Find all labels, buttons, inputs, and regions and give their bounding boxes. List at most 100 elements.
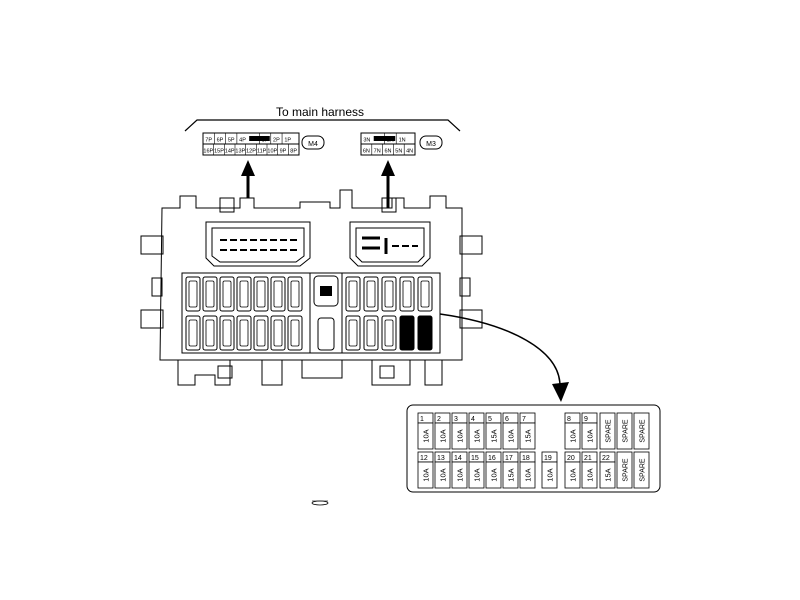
pin-label: 16P <box>203 149 213 155</box>
fuse-number: 12 <box>420 455 428 462</box>
connector-m4-label: M4 <box>308 141 318 148</box>
fuse-amperage: 10A <box>473 429 482 442</box>
connector-pin: 7N <box>371 144 381 155</box>
fuse-slot <box>270 315 286 351</box>
fuse-amperage: SPARE <box>640 458 647 482</box>
connector-pin: 1P <box>281 133 291 144</box>
fuse-number: 5 <box>488 416 492 423</box>
fuse-chart-cell: 6 10A <box>502 412 519 450</box>
connector-pin: 3P <box>259 133 269 144</box>
fuse-amperage: 10A <box>586 468 595 481</box>
fuse-amperage: SPARE <box>623 458 630 482</box>
block-socket-m4 <box>205 221 311 267</box>
fuse-number: 7 <box>522 416 526 423</box>
fuse-amperage: 10A <box>569 468 578 481</box>
fuse-slot <box>381 315 397 351</box>
fuse-chart-cell: 9 10A <box>581 412 598 450</box>
fuse-slot <box>399 315 415 351</box>
fuse-number: 13 <box>437 455 445 462</box>
fuse-amperage: 15A <box>490 429 499 442</box>
connector-pin: 12P <box>245 144 256 155</box>
fuse-amperage: 10A <box>507 429 516 442</box>
page-mark <box>311 500 329 506</box>
fuse-number: 22 <box>602 455 610 462</box>
arrow-to-fuse-chart <box>439 313 569 402</box>
fuse-number: 16 <box>488 455 496 462</box>
connector-pin: 5P <box>225 133 235 144</box>
fuse-amperage: 10A <box>586 429 595 442</box>
connector-pin: 6N <box>382 144 392 155</box>
pin-label: 7P <box>205 138 212 144</box>
connector-pin: 7P <box>202 133 212 144</box>
fuse-amperage: 10A <box>439 429 448 442</box>
fuse-slot <box>236 315 252 351</box>
fuse-number: 2 <box>437 416 441 423</box>
fuse-amperage: 10A <box>456 429 465 442</box>
fuse-number: 6 <box>505 416 509 423</box>
fuse-amperage: 15A <box>507 468 516 481</box>
connector-pin: 16P <box>202 144 214 155</box>
fuse-number: 20 <box>567 455 575 462</box>
pin-label: 3N <box>363 138 370 144</box>
fuse-chart-cell: 18 10A <box>519 451 536 489</box>
connector-m3-tag: M3 <box>419 135 443 150</box>
fuse-number: 14 <box>454 455 462 462</box>
connector-pin: 10P <box>266 144 278 155</box>
connector-m3-label: M3 <box>426 141 436 148</box>
pin-label: 10P <box>267 149 277 155</box>
fuse-slot <box>345 276 361 312</box>
fuse-number: 21 <box>584 455 592 462</box>
fuse-slot <box>363 276 379 312</box>
fuse-number: 19 <box>544 455 552 462</box>
fuse-number: 9 <box>584 416 588 423</box>
fuse-number: 15 <box>471 455 479 462</box>
connector-pin: 11P <box>256 144 267 155</box>
fuse-slot <box>381 276 397 312</box>
fuse-chart-cell: 15 10A <box>468 451 485 489</box>
connector-pin: 1N <box>395 133 406 144</box>
fuse-amperage: 10A <box>569 429 578 442</box>
fuse-number: 8 <box>567 416 571 423</box>
fuse-chart-cell: SPARE <box>616 412 633 450</box>
fuse-chart-cell: 2 10A <box>434 412 451 450</box>
fuse-chart-cell: 1 10A <box>417 412 434 450</box>
fuse-amperage: SPARE <box>640 419 647 443</box>
pin-label: 1P <box>284 138 291 144</box>
center-fuse <box>317 317 335 351</box>
fuse-panel-center <box>309 272 343 354</box>
fuse-number: 18 <box>522 455 530 462</box>
fuse-chart-cell: 21 10A <box>581 451 598 489</box>
fuse-amperage: 15A <box>524 429 533 442</box>
fuse-chart-cell: 5 15A <box>485 412 502 450</box>
fuse-chart-cell: SPARE <box>599 412 616 450</box>
pin-label: 3P <box>262 138 269 144</box>
fuse-slot <box>219 276 235 312</box>
fuse-slot <box>236 276 252 312</box>
fuse-amperage: 10A <box>422 429 431 442</box>
pin-label: 8P <box>290 149 297 155</box>
connector-pin: 6N <box>360 144 370 155</box>
fuse-number: 17 <box>505 455 513 462</box>
fuse-slot <box>202 276 218 312</box>
fuse-slot <box>202 315 218 351</box>
fuse-amperage: 10A <box>473 468 482 481</box>
fuse-slot <box>287 276 303 312</box>
fuse-amperage: 10A <box>422 468 431 481</box>
fuse-slot <box>253 276 269 312</box>
fuse-amperage: 10A <box>524 468 533 481</box>
fuse-slot <box>270 276 286 312</box>
fuse-slot <box>253 315 269 351</box>
fuse-slot <box>417 276 433 312</box>
fuse-number: 3 <box>454 416 458 423</box>
pin-label: 4P <box>239 138 246 144</box>
fuse-chart-cell: 7 15A <box>519 412 536 450</box>
fuse-slot <box>363 315 379 351</box>
connector-pin: 2P <box>270 133 280 144</box>
fuse-number: 1 <box>420 416 424 423</box>
